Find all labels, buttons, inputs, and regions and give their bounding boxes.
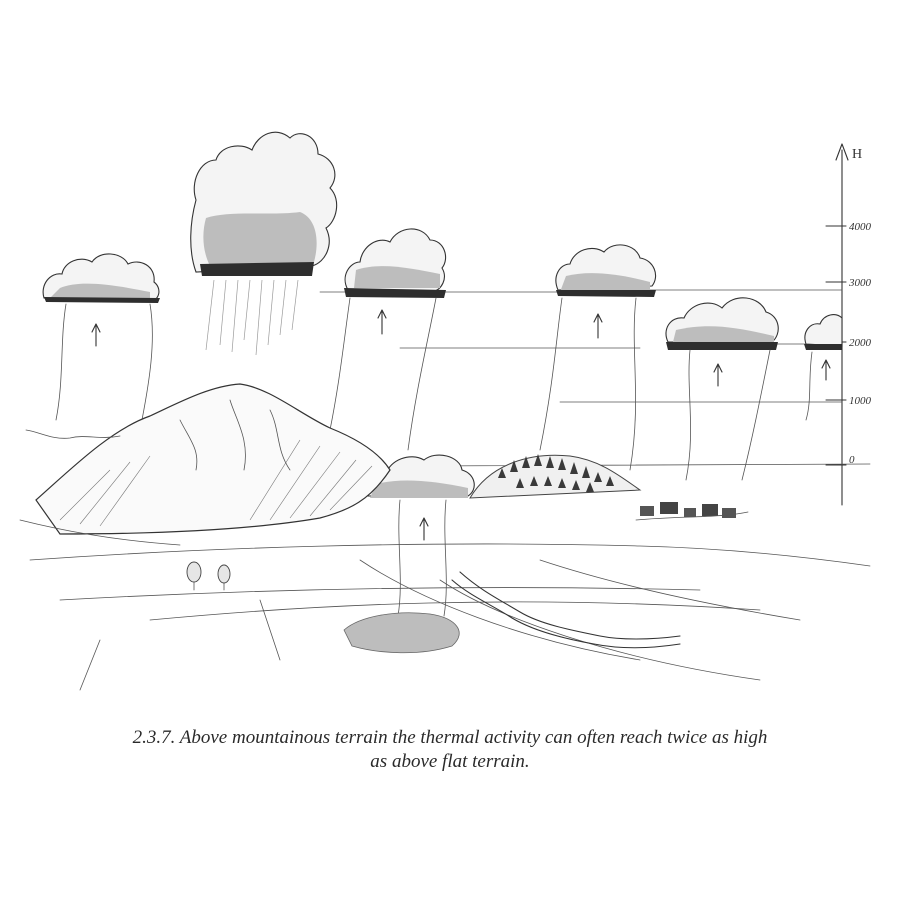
cloud-left: [42, 253, 160, 303]
cloud-far-right: [804, 314, 843, 350]
river: [451, 571, 681, 649]
tick-label-4000: 4000: [849, 221, 872, 233]
caption-line-1: 2.3.7. Above mountainous terrain the the…: [132, 727, 768, 748]
plain: [19, 519, 871, 691]
forest-hill: [469, 454, 642, 499]
updraft-arrows: [91, 309, 831, 541]
cloud-center: [344, 228, 447, 298]
figure-caption: 2.3.7. Above mountainous terrain the the…: [40, 726, 860, 774]
cloud-right: [665, 297, 779, 350]
tick-label-2000: 2000: [849, 337, 872, 349]
tick-label-1000: 1000: [849, 395, 872, 407]
cloud-right-center: [555, 244, 657, 297]
height-axis: H 4000 3000 2000 1000 0: [825, 143, 872, 506]
axis-title-h: H: [852, 147, 862, 162]
plain-trees: [186, 561, 231, 591]
shaded-field: [343, 612, 460, 654]
tick-label-0: 0: [849, 454, 855, 466]
cloud-cumulonimbus: [190, 131, 338, 356]
caption-line-2: as above flat terrain.: [370, 751, 530, 772]
village: [635, 502, 749, 521]
tick-label-3000: 3000: [848, 277, 872, 289]
thermal-columns: [55, 297, 813, 617]
height-reference-lines: [319, 289, 871, 467]
mountain: [25, 383, 391, 535]
